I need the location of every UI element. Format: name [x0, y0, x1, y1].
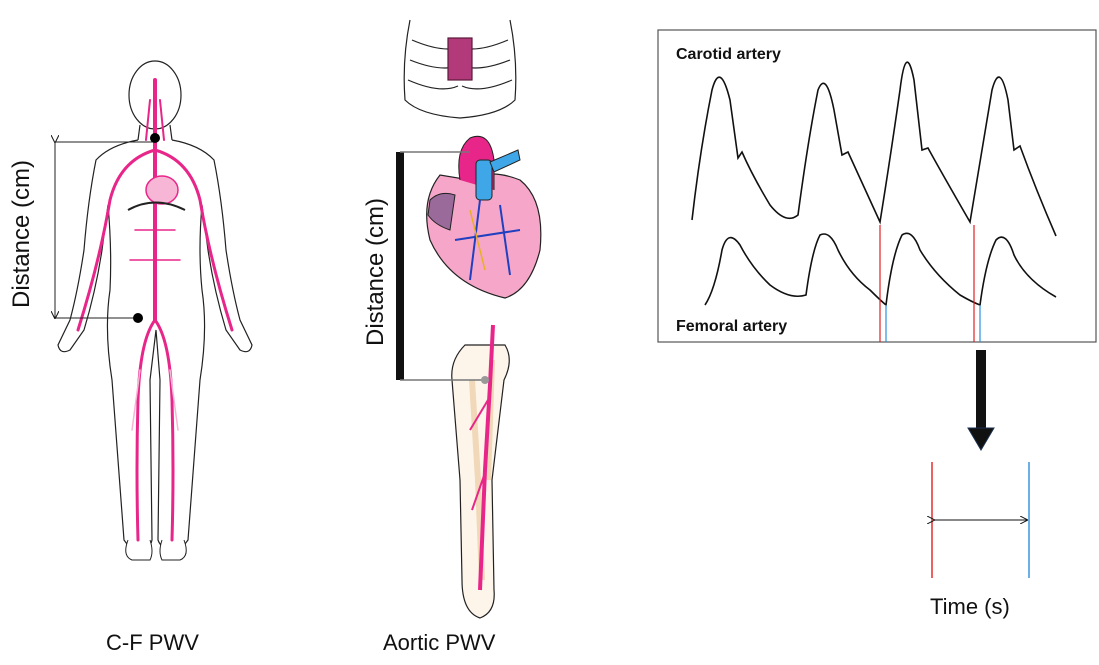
femoral-label: Femoral artery — [676, 318, 787, 336]
left-distance-label: Distance (cm) — [8, 160, 36, 308]
aortic-end-dot — [481, 376, 489, 384]
ribcage-icon — [404, 20, 516, 118]
left-caption: C-F PWV — [106, 630, 199, 656]
femoral-site-dot — [133, 313, 143, 323]
middle-distance-label: Distance (cm) — [362, 198, 390, 346]
down-arrow-icon — [968, 350, 994, 450]
waveform-panel — [658, 30, 1096, 342]
carotid-label: Carotid artery — [676, 46, 781, 64]
heart-icon — [427, 136, 541, 298]
middle-caption: Aortic PWV — [383, 630, 495, 656]
arterial-tree-icon — [78, 80, 232, 540]
leg-skeleton-icon — [452, 325, 509, 618]
carotid-site-dot — [150, 133, 160, 143]
aortic-distance-bar — [396, 152, 404, 380]
time-label: Time (s) — [930, 594, 1010, 620]
